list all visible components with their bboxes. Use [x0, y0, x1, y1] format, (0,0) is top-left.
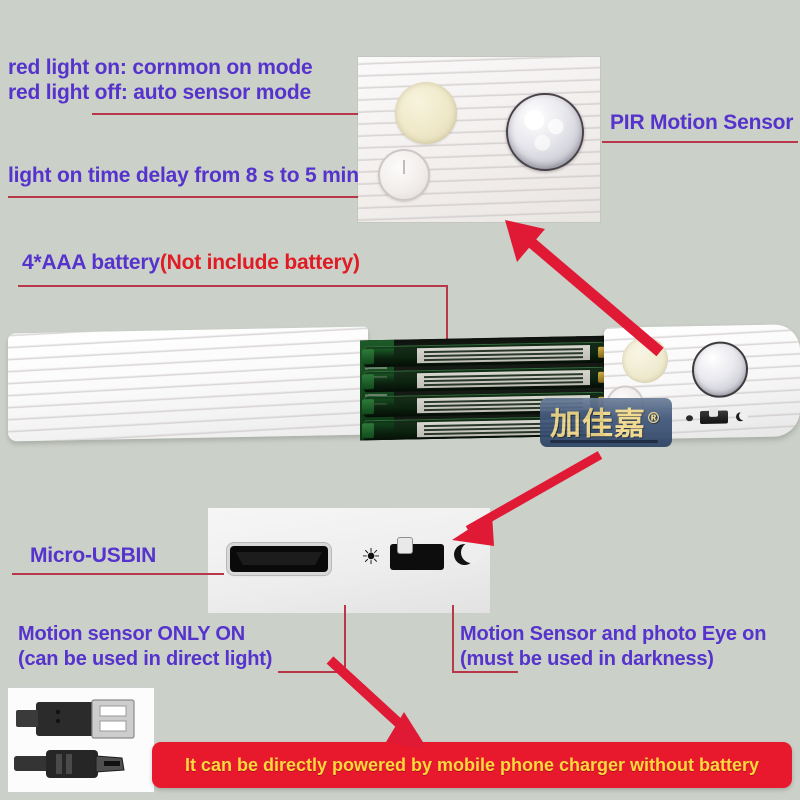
slider-switch-icon[interactable] — [700, 410, 728, 425]
brand-name: 加佳嘉 — [550, 406, 646, 443]
battery-negative — [362, 349, 374, 365]
sun-marker-icon — [686, 415, 693, 422]
battery-negative — [362, 399, 374, 415]
cover-texture — [8, 326, 368, 442]
callout-motion-photo-line2: (must be used in darkness) — [460, 648, 714, 670]
battery-label — [416, 369, 590, 389]
pir-dome-icon — [506, 93, 584, 171]
callout-time-delay-text: light on time delay from 8 s to 5 min — [8, 164, 359, 187]
mode-switch-strip[interactable] — [686, 409, 750, 426]
callout-time-delay: light on time delay from 8 s to 5 min — [8, 163, 359, 188]
battery-negative — [362, 423, 374, 439]
leader-line-battery-drop — [446, 285, 448, 345]
leader-line-usb — [12, 573, 224, 575]
battery-cover — [8, 326, 368, 442]
slider-switch-icon[interactable] — [390, 538, 444, 570]
callout-motion-photo: Motion Sensor and photo Eye on (must be … — [460, 622, 766, 672]
leader-line-led — [92, 113, 382, 115]
callout-motion-only-line1: Motion sensor ONLY ON — [18, 623, 245, 645]
delay-dial-icon — [378, 149, 430, 201]
callout-battery-note-text: (Not include battery) — [159, 251, 360, 274]
moon-marker-icon — [736, 412, 745, 422]
callout-battery: 4*AAA battery(Not include battery) — [22, 250, 360, 275]
led-lamp-icon — [395, 82, 457, 144]
callout-pir-sensor-text: PIR Motion Sensor — [610, 111, 794, 134]
usb-detail-photo: ☀ — [208, 508, 490, 613]
callout-micro-usb: Micro-USBIN — [30, 543, 156, 568]
arrow-usb-to-banner — [326, 656, 428, 750]
registered-mark: ® — [646, 409, 662, 427]
sun-icon: ☀ — [360, 546, 382, 568]
callout-motion-only-line2: (can be used in direct light) — [18, 648, 273, 670]
battery-cell — [362, 341, 607, 368]
power-note-banner: It can be directly powered by mobile pho… — [152, 742, 792, 788]
callout-motion-photo-line1: Motion Sensor and photo Eye on — [460, 623, 767, 645]
product-body — [8, 322, 800, 457]
power-note-text: It can be directly powered by mobile pho… — [184, 754, 760, 775]
usb-a-connector — [16, 699, 135, 739]
callout-red-light-on-text: red light on: cornmon on mode — [8, 56, 313, 79]
micro-usb-port-icon — [230, 546, 328, 572]
callout-red-light-on: red light on: cornmon on mode — [8, 55, 313, 80]
callout-battery-main-text: 4*AAA battery — [22, 251, 160, 274]
leader-line-dial — [8, 196, 380, 198]
micro-usb-connector — [14, 750, 125, 778]
top-detail-photo — [358, 57, 600, 222]
leader-line-motion-only — [344, 605, 346, 671]
brand-watermark: 加佳嘉® — [540, 398, 672, 448]
callout-pir-sensor: PIR Motion Sensor — [610, 110, 793, 135]
leader-line-motion-only-base — [278, 671, 346, 673]
leader-line-pir — [602, 141, 798, 143]
moon-icon — [454, 542, 482, 568]
leader-line-battery — [18, 285, 448, 287]
usb-cable-drawing — [8, 688, 154, 792]
usb-cable-photo — [8, 688, 154, 792]
callout-red-light-off-text: red light off: auto sensor mode — [8, 81, 311, 104]
battery-negative — [362, 374, 374, 390]
battery-label — [416, 344, 590, 364]
callout-red-light-off: red light off: auto sensor mode — [8, 80, 311, 105]
sun-glyph: ☀ — [361, 544, 381, 569]
leader-line-motion-photo-base — [452, 671, 518, 673]
leader-line-motion-photo — [452, 605, 454, 671]
callout-micro-usb-text: Micro-USBIN — [30, 544, 157, 567]
battery-cell — [362, 366, 607, 393]
callout-motion-only: Motion sensor ONLY ON (can be used in di… — [18, 622, 272, 672]
